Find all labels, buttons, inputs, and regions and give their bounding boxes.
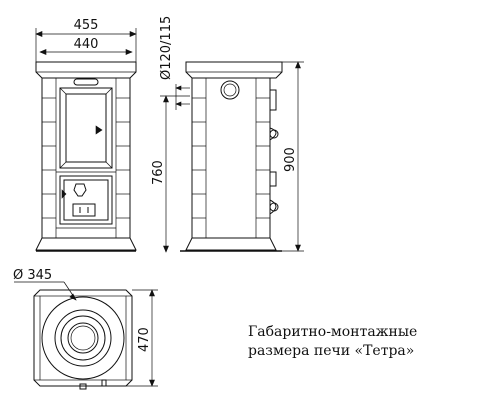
- top-view: Ø 345 470: [13, 268, 158, 390]
- dim-arrow: [39, 49, 47, 55]
- hob-outer-ring: [41, 296, 125, 380]
- ash-door-handle: [61, 189, 67, 199]
- dim-width-outer: 455: [74, 18, 99, 33]
- lower-handle-side: [269, 199, 277, 215]
- front-view: 455 440: [35, 18, 137, 252]
- name-plate: [73, 78, 99, 86]
- air-regulator: [72, 203, 96, 217]
- dim-height-flue: 760: [151, 160, 166, 185]
- top-plate: [33, 289, 133, 387]
- ash-door-emblem: [73, 183, 87, 197]
- dim-flue-diameter: Ø120/115: [159, 16, 174, 80]
- dim-height-total: 900: [283, 147, 298, 172]
- dim-arrow: [125, 49, 133, 55]
- upper-door-glass: [65, 93, 107, 163]
- caption-line-1: Габаритно-монтажные: [248, 324, 417, 340]
- dim-width-inner: 440: [74, 37, 99, 52]
- dim-depth: 470: [137, 327, 152, 352]
- dim-arrow: [35, 31, 43, 37]
- hob-inner-ring: [67, 322, 99, 354]
- dim-arrow: [129, 31, 137, 37]
- dim-top-diameter: Ø 345: [13, 268, 52, 283]
- upper-door-handle: [95, 125, 103, 135]
- upper-door-frame: [59, 87, 113, 169]
- caption-line-2: размера печи «Тетра»: [248, 343, 414, 359]
- side-view: Ø120/115 760: [151, 16, 304, 253]
- side-top-cap: [185, 61, 283, 79]
- flue-outlet: [220, 80, 240, 100]
- top-cap: [35, 61, 137, 79]
- stove-base-front: [35, 237, 137, 251]
- upper-handle-side: [269, 127, 277, 141]
- side-tile-grid: [192, 78, 270, 238]
- tile-grid-right: [115, 78, 130, 238]
- stove-body-side: [191, 77, 271, 239]
- ash-door-frame: [59, 175, 113, 225]
- stove-body-front: [41, 77, 131, 239]
- hob-ring: [54, 309, 112, 367]
- stove-base-side: [185, 237, 277, 251]
- tile-grid-left: [42, 78, 57, 238]
